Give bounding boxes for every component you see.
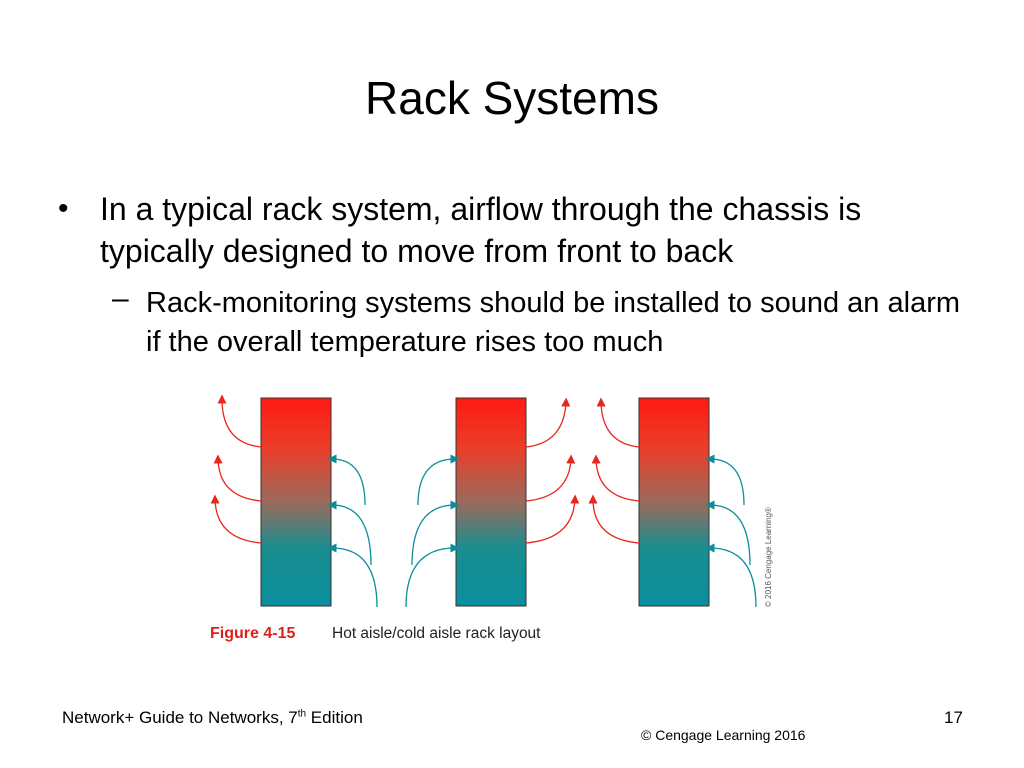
- slide-title: Rack Systems: [365, 72, 659, 124]
- rack-diagram: © 2016 Cengage Learning® Figure 4-15 Hot…: [210, 394, 773, 642]
- cold-air-arrows: [327, 454, 757, 608]
- hot-air-arrows: [210, 394, 640, 544]
- rack-layout-figure: © 2016 Cengage Learning® Figure 4-15 Hot…: [200, 385, 800, 655]
- sub-bullet-text: Rack-monitoring systems should be instal…: [146, 287, 961, 358]
- page-number: 17: [944, 708, 963, 727]
- bullet-icon: •: [58, 192, 69, 225]
- rack-1: [260, 397, 332, 607]
- footer-copyright: © Cengage Learning 2016: [641, 727, 806, 743]
- figure-label: Figure 4-15: [210, 625, 295, 642]
- figure-credit: © 2016 Cengage Learning®: [764, 507, 773, 607]
- rack-2: [455, 397, 527, 607]
- rack-3: [638, 397, 710, 607]
- figure-caption: Hot aisle/cold aisle rack layout: [332, 625, 541, 642]
- dash-icon: –: [112, 282, 129, 315]
- footer-book-title: Network+ Guide to Networks, 7th Edition: [62, 708, 363, 727]
- bullet-text: In a typical rack system, airflow throug…: [100, 191, 862, 269]
